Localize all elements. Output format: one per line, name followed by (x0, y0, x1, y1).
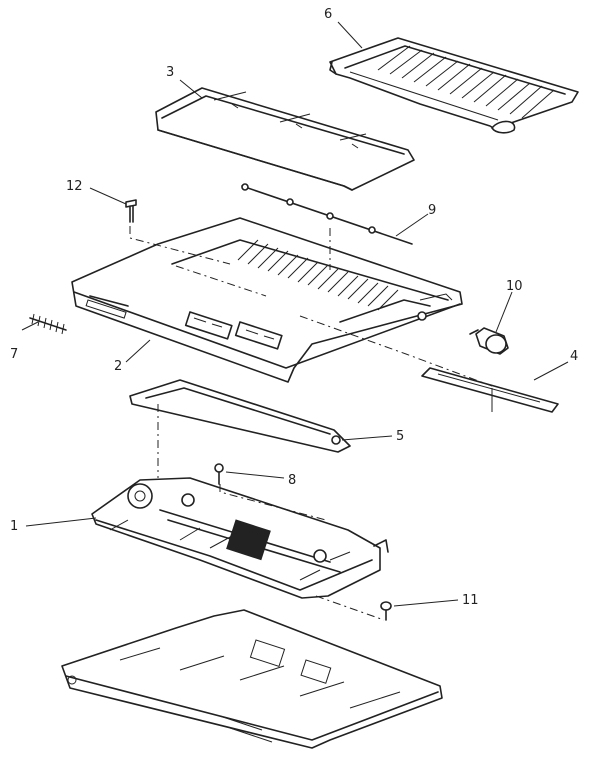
part-3-top-cover (155, 87, 415, 191)
part-12-screw (125, 199, 137, 223)
callout-2: 2 (114, 359, 122, 374)
part-9-roller-shaft (241, 183, 413, 245)
callout-3: 3 (166, 65, 174, 80)
bottom-case (61, 609, 443, 749)
part-6-ribs (377, 45, 555, 119)
callout-labels: 6 3 12 9 10 7 2 4 5 8 1 11 (10, 7, 578, 608)
part-1-mechanism (91, 477, 389, 599)
callout-9: 9 (428, 203, 436, 218)
part-11-screw (380, 601, 392, 621)
part-8-screw (214, 463, 224, 485)
callout-6: 6 (324, 7, 332, 22)
callout-11: 11 (462, 593, 479, 608)
part-7-spring (29, 313, 67, 335)
callout-5: 5 (396, 429, 404, 444)
assembly-guide-lines (129, 226, 493, 621)
part-5-base-plate (129, 379, 351, 453)
callout-4: 4 (570, 349, 578, 364)
callout-7: 7 (10, 347, 18, 362)
leader-lines (21, 21, 569, 607)
callout-10: 10 (506, 279, 523, 294)
callout-1: 1 (10, 519, 18, 534)
part-6-paper-guide (329, 37, 579, 134)
part-4-guide-bar (421, 367, 559, 413)
callout-8: 8 (288, 473, 296, 488)
part-10-knob (469, 327, 509, 355)
part-2-grille (237, 239, 399, 311)
part-2-housing (71, 217, 463, 383)
callout-12: 12 (66, 179, 83, 194)
